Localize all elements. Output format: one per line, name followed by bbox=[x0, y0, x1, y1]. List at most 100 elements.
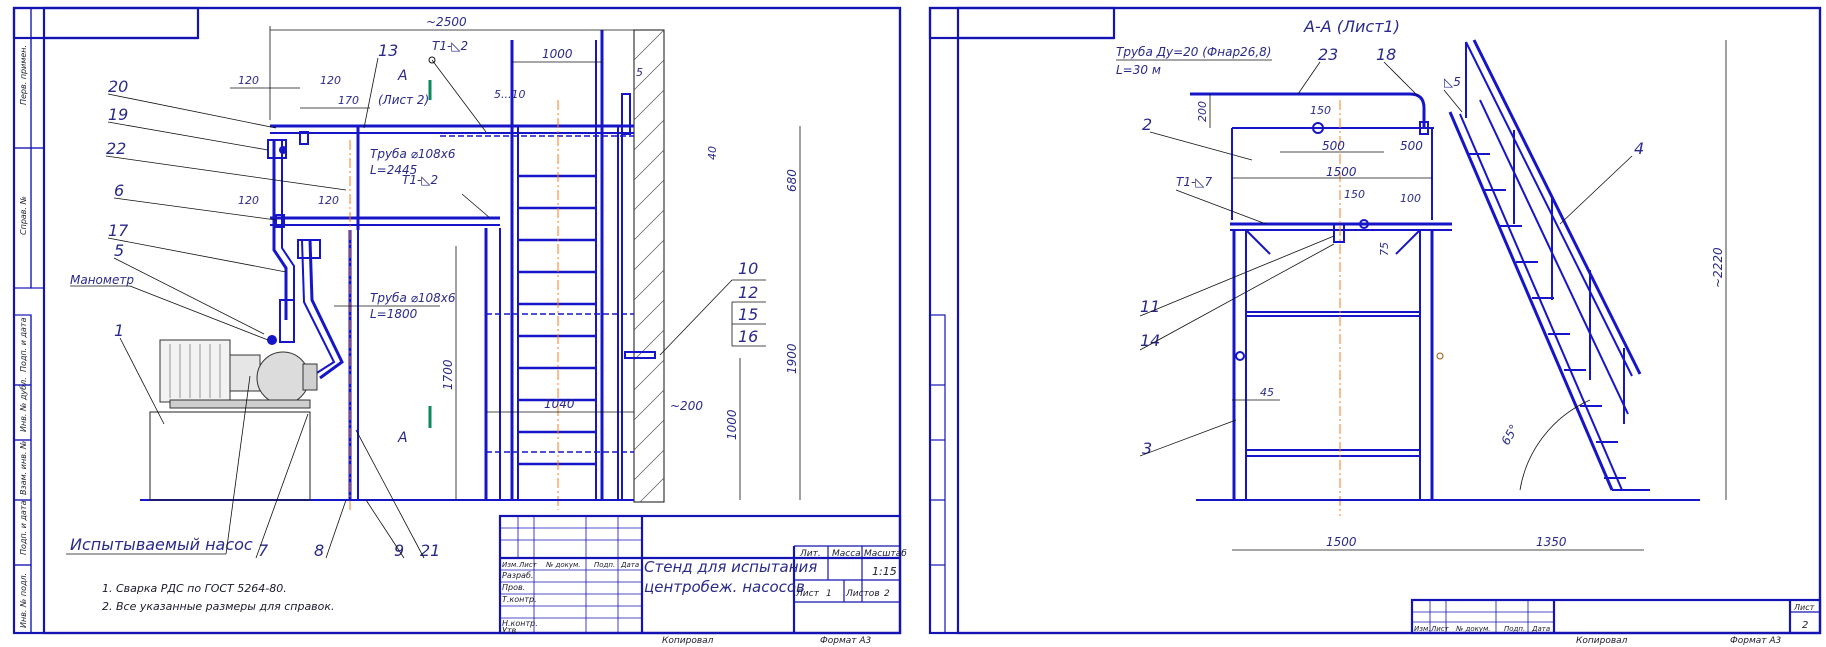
sheet2-annotations: Труба Ду=20 (Фнар26,8) L=30 м Т1-◺7 ◺5 2… bbox=[1116, 45, 1644, 458]
section-mark-top: A bbox=[397, 68, 408, 84]
tb-left-1: Пров. bbox=[502, 583, 525, 592]
tb-scale-value: 1:15 bbox=[872, 565, 897, 578]
dim-1900: 1900 bbox=[785, 343, 799, 374]
dim-1040: 1040 bbox=[544, 397, 575, 411]
dim-5-10: 5...10 bbox=[494, 88, 526, 101]
tb-sheet: Лист bbox=[795, 589, 820, 599]
pos-1: 1 bbox=[114, 321, 124, 340]
sheet1-footer-copy: Копировал bbox=[662, 636, 714, 646]
note-2: 2. Все указанные размеры для справок. bbox=[102, 600, 335, 613]
manometer-label: Манометр bbox=[70, 273, 134, 287]
sheet2-inner-frame bbox=[956, 6, 1822, 635]
dim-top-overall: ~2500 bbox=[426, 15, 467, 29]
s2-tb-row-3: Подп. bbox=[1504, 625, 1525, 633]
side-stamp-1: Справ. № bbox=[19, 196, 28, 235]
side-stamp-2: Подп. и дата bbox=[19, 317, 28, 372]
tb-row-2: № докум. bbox=[545, 561, 581, 569]
dim-120b: 120 bbox=[320, 74, 341, 87]
tb-lit: Лит. bbox=[799, 549, 821, 559]
tb-scale-label: Масштаб bbox=[864, 549, 907, 559]
sheet1-side-stamps: Перв. примен. Справ. № Подп. и дата Инв.… bbox=[13, 7, 45, 634]
dim-120c: 120 bbox=[238, 194, 259, 207]
side-stamp-6: Инв. № подл. bbox=[19, 573, 28, 628]
s2-tb-sheet: Лист bbox=[1793, 603, 1815, 612]
s2-dim-1350: 1350 bbox=[1536, 535, 1567, 549]
s2-pos-3: 3 bbox=[1142, 439, 1152, 458]
pipe1-label-a: Труба ⌀108х6 bbox=[370, 147, 456, 161]
tb-left-0: Разраб. bbox=[502, 571, 533, 580]
pipe2-label-b: L=1800 bbox=[370, 307, 418, 321]
dim-5: 5 bbox=[636, 66, 643, 79]
sheet1-dimensions: ~2500 120 120 170 120 120 1000 5...10 5 … bbox=[230, 15, 801, 500]
pos-10: 10 bbox=[738, 259, 758, 278]
s2-weld-5: ◺5 bbox=[1444, 75, 1461, 89]
s2-tb-row-1: Лист bbox=[1430, 625, 1450, 633]
s2-dim-45: 45 bbox=[1260, 386, 1274, 399]
s2-dim-150a: 150 bbox=[1310, 104, 1331, 117]
tb-sheets-value: 2 bbox=[884, 589, 890, 599]
sheet-ref: (Лист 2) bbox=[378, 93, 429, 107]
pos-15: 15 bbox=[738, 305, 758, 324]
s2-pos-4: 4 bbox=[1634, 139, 1644, 158]
sheet2-side-stamps bbox=[929, 314, 946, 634]
dim-680: 680 bbox=[785, 169, 799, 192]
sheet2-footer-copy: Копировал bbox=[1576, 636, 1628, 646]
pump-assembly bbox=[149, 339, 318, 501]
side-stamp-5: Подп. и дата bbox=[19, 500, 28, 555]
sheet-1: Перв. примен. Справ. № Подп. и дата Инв.… bbox=[12, 6, 907, 646]
tb-left-4: Н.контр. bbox=[502, 619, 538, 628]
tb-sheet-value: 1 bbox=[826, 589, 832, 599]
section-mark-bottom: A bbox=[397, 430, 408, 446]
s2-dim-2220: ~2220 bbox=[1711, 247, 1725, 288]
s2-pos-14: 14 bbox=[1140, 331, 1160, 350]
sheet2-title: А-А (Лист1) bbox=[1303, 17, 1400, 36]
s2-pipe-a: Труба Ду=20 (Фнар26,8) bbox=[1116, 45, 1271, 59]
wall bbox=[633, 29, 665, 503]
tb-row-4: Дата bbox=[620, 561, 639, 569]
weld-t1-mid: Т1-◺2 bbox=[402, 173, 438, 187]
weld-t1-top: Т1-◺2 bbox=[432, 39, 468, 53]
pipe1-label-b: L=2445 bbox=[370, 163, 417, 177]
sheet2-footer-format: Формат А3 bbox=[1730, 636, 1782, 646]
tb-title-1: Стенд для испытания bbox=[644, 558, 817, 576]
sheet1-annotations: A (Лист 2) A Т1-◺2 Т1-◺2 Труба ⌀108х6 L=… bbox=[66, 39, 766, 560]
s2-weld-t1: Т1-◺7 bbox=[1176, 175, 1213, 189]
tb-mass: Масса bbox=[832, 549, 861, 559]
pos-20: 20 bbox=[108, 77, 128, 96]
sheet1-footer-format: Формат А3 bbox=[820, 636, 872, 646]
s2-pos-2: 2 bbox=[1142, 115, 1152, 134]
s2-dim-500b: 500 bbox=[1400, 139, 1423, 153]
sheet1-title-block: Изм. Лист № докум. Подп. Дата Разраб. Пр… bbox=[498, 514, 907, 635]
dim-170: 170 bbox=[338, 94, 359, 107]
s2-dim-500a: 500 bbox=[1322, 139, 1345, 153]
dim-120d: 120 bbox=[318, 194, 339, 207]
sheet2-platform bbox=[1190, 92, 1700, 516]
s2-dim-1500a: 1500 bbox=[1326, 165, 1357, 179]
s2-dim-100: 100 bbox=[1400, 192, 1421, 205]
tb-left-5: Утв. bbox=[502, 626, 519, 635]
s2-pos-18: 18 bbox=[1376, 45, 1396, 64]
tb-left-2: Т.контр. bbox=[502, 595, 537, 604]
s2-tb-row-4: Дата bbox=[1531, 625, 1550, 633]
sheet-2: А-А (Лист1) bbox=[928, 6, 1822, 646]
pipe2-label-a: Труба ⌀108х6 bbox=[370, 291, 456, 305]
platform-structure bbox=[140, 30, 656, 510]
pos-13: 13 bbox=[378, 41, 398, 60]
dim-40: 40 bbox=[706, 146, 719, 160]
sheet2-outer-frame bbox=[928, 6, 1822, 635]
pos-21: 21 bbox=[420, 541, 440, 560]
pos-8: 8 bbox=[314, 541, 324, 560]
tb-row-3: Подп. bbox=[594, 561, 615, 569]
sheet1-inner-frame bbox=[42, 6, 902, 635]
sheet2-title-block: Изм. Лист № докум. Подп. Дата Лист 2 bbox=[1410, 598, 1822, 635]
dim-200: ~200 bbox=[670, 399, 703, 413]
s2-pos-11: 11 bbox=[1140, 297, 1160, 316]
side-stamp-0: Перв. примен. bbox=[19, 45, 28, 105]
tb-sheets: Листов bbox=[845, 589, 880, 599]
s2-dim-1500b: 1500 bbox=[1326, 535, 1357, 549]
pos-16: 16 bbox=[738, 327, 758, 346]
tb-row-1: Лист bbox=[518, 561, 538, 569]
pos-12: 12 bbox=[738, 283, 758, 302]
side-stamp-3: Инв. № дубл. bbox=[19, 377, 28, 432]
pos-17: 17 bbox=[108, 221, 129, 240]
